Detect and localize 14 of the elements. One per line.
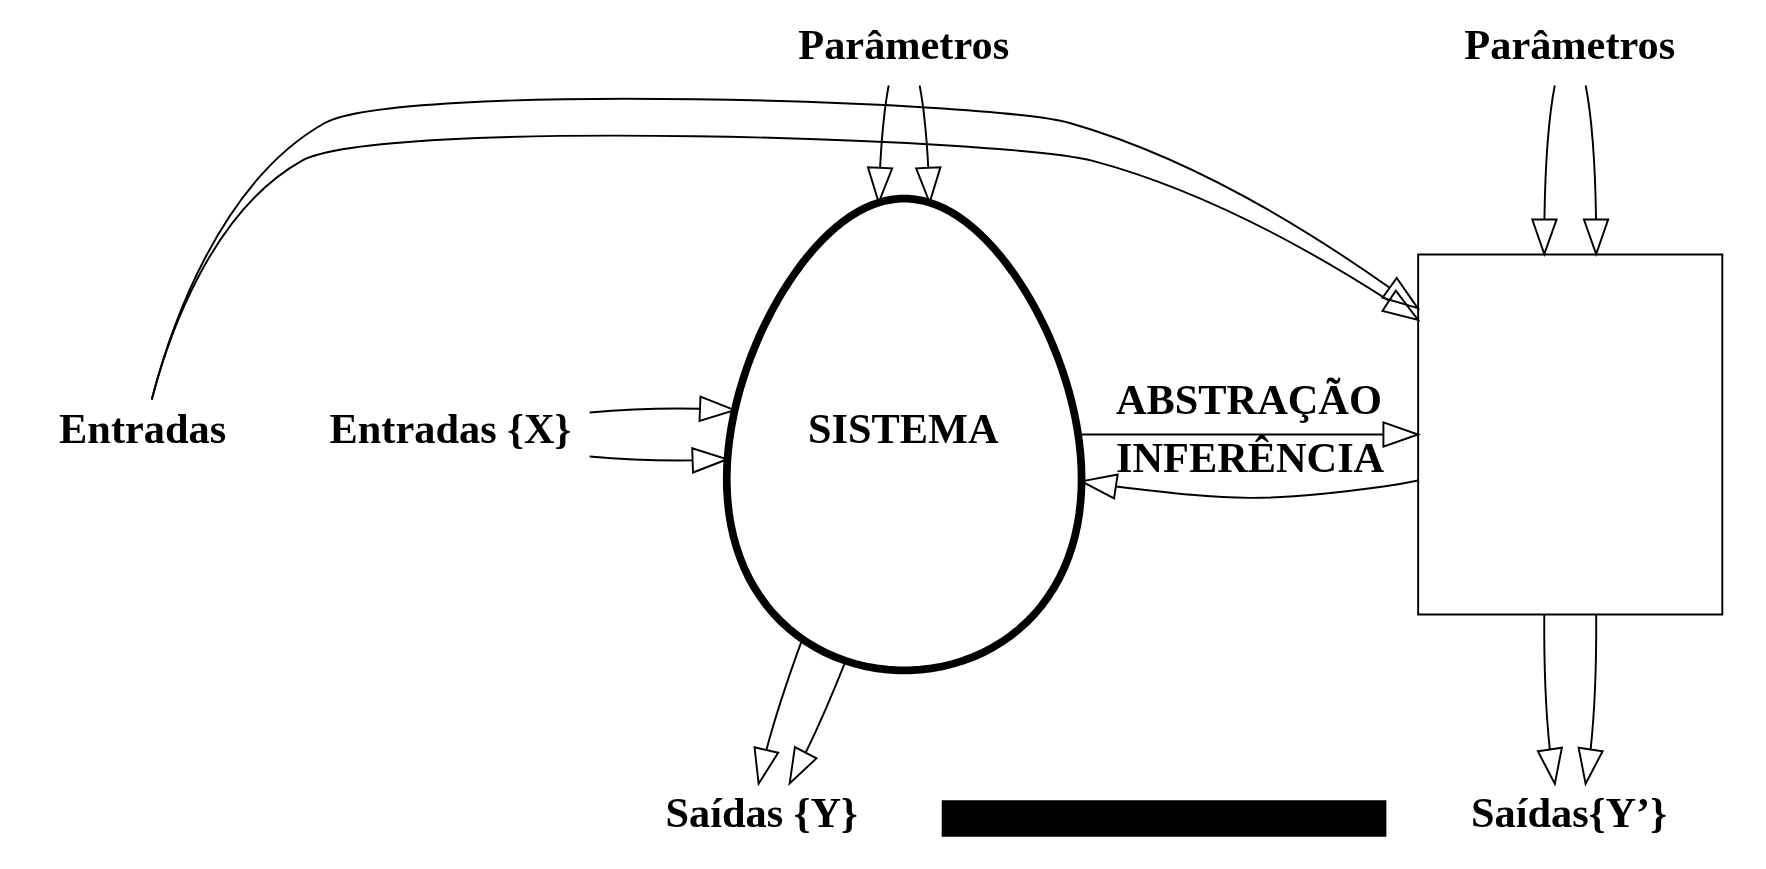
edge-label: INFERÊNCIA — [1116, 434, 1385, 482]
arrow — [1530, 84, 1558, 258]
node-text: Saídas {Y} — [665, 789, 858, 837]
node-bar — [941, 800, 1387, 837]
node-text: Parâmetros — [1464, 21, 1676, 69]
edge-label: ABSTRAÇÃO — [1116, 376, 1382, 424]
node-text: Entradas {X} — [329, 405, 572, 453]
node-text: Parâmetros — [798, 21, 1010, 69]
node-text: Saídas{Y’} — [1471, 789, 1667, 837]
arrow — [1536, 613, 1564, 787]
arrow — [1577, 613, 1605, 787]
node-text: Entradas — [59, 405, 227, 453]
arrow — [1582, 84, 1610, 258]
node-box — [1417, 253, 1724, 616]
